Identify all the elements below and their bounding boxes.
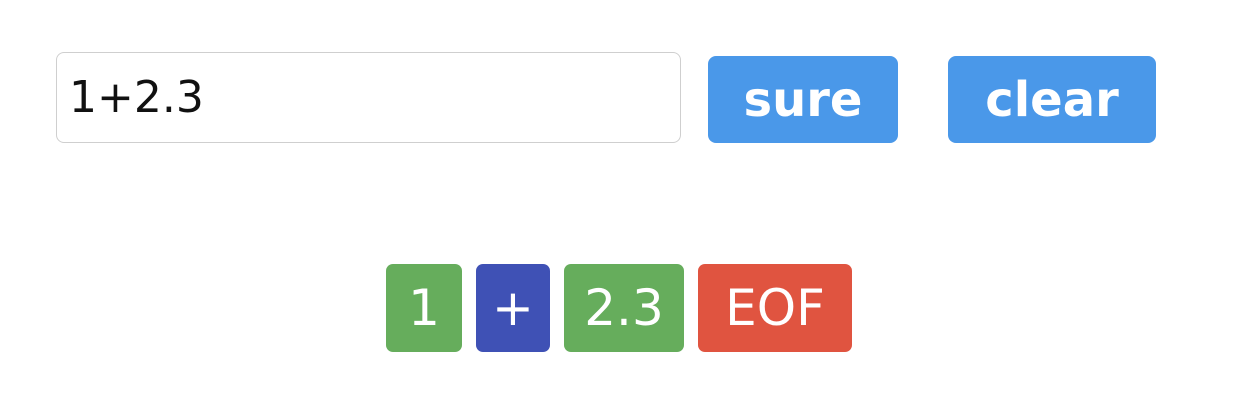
token-operator: + <box>476 264 550 352</box>
token-list: 1 + 2.3 EOF <box>386 264 852 352</box>
clear-button[interactable]: clear <box>948 56 1156 143</box>
token-eof: EOF <box>698 264 852 352</box>
token-number: 1 <box>386 264 462 352</box>
sure-button[interactable]: sure <box>708 56 898 143</box>
expression-input[interactable] <box>56 52 681 143</box>
token-number: 2.3 <box>564 264 684 352</box>
